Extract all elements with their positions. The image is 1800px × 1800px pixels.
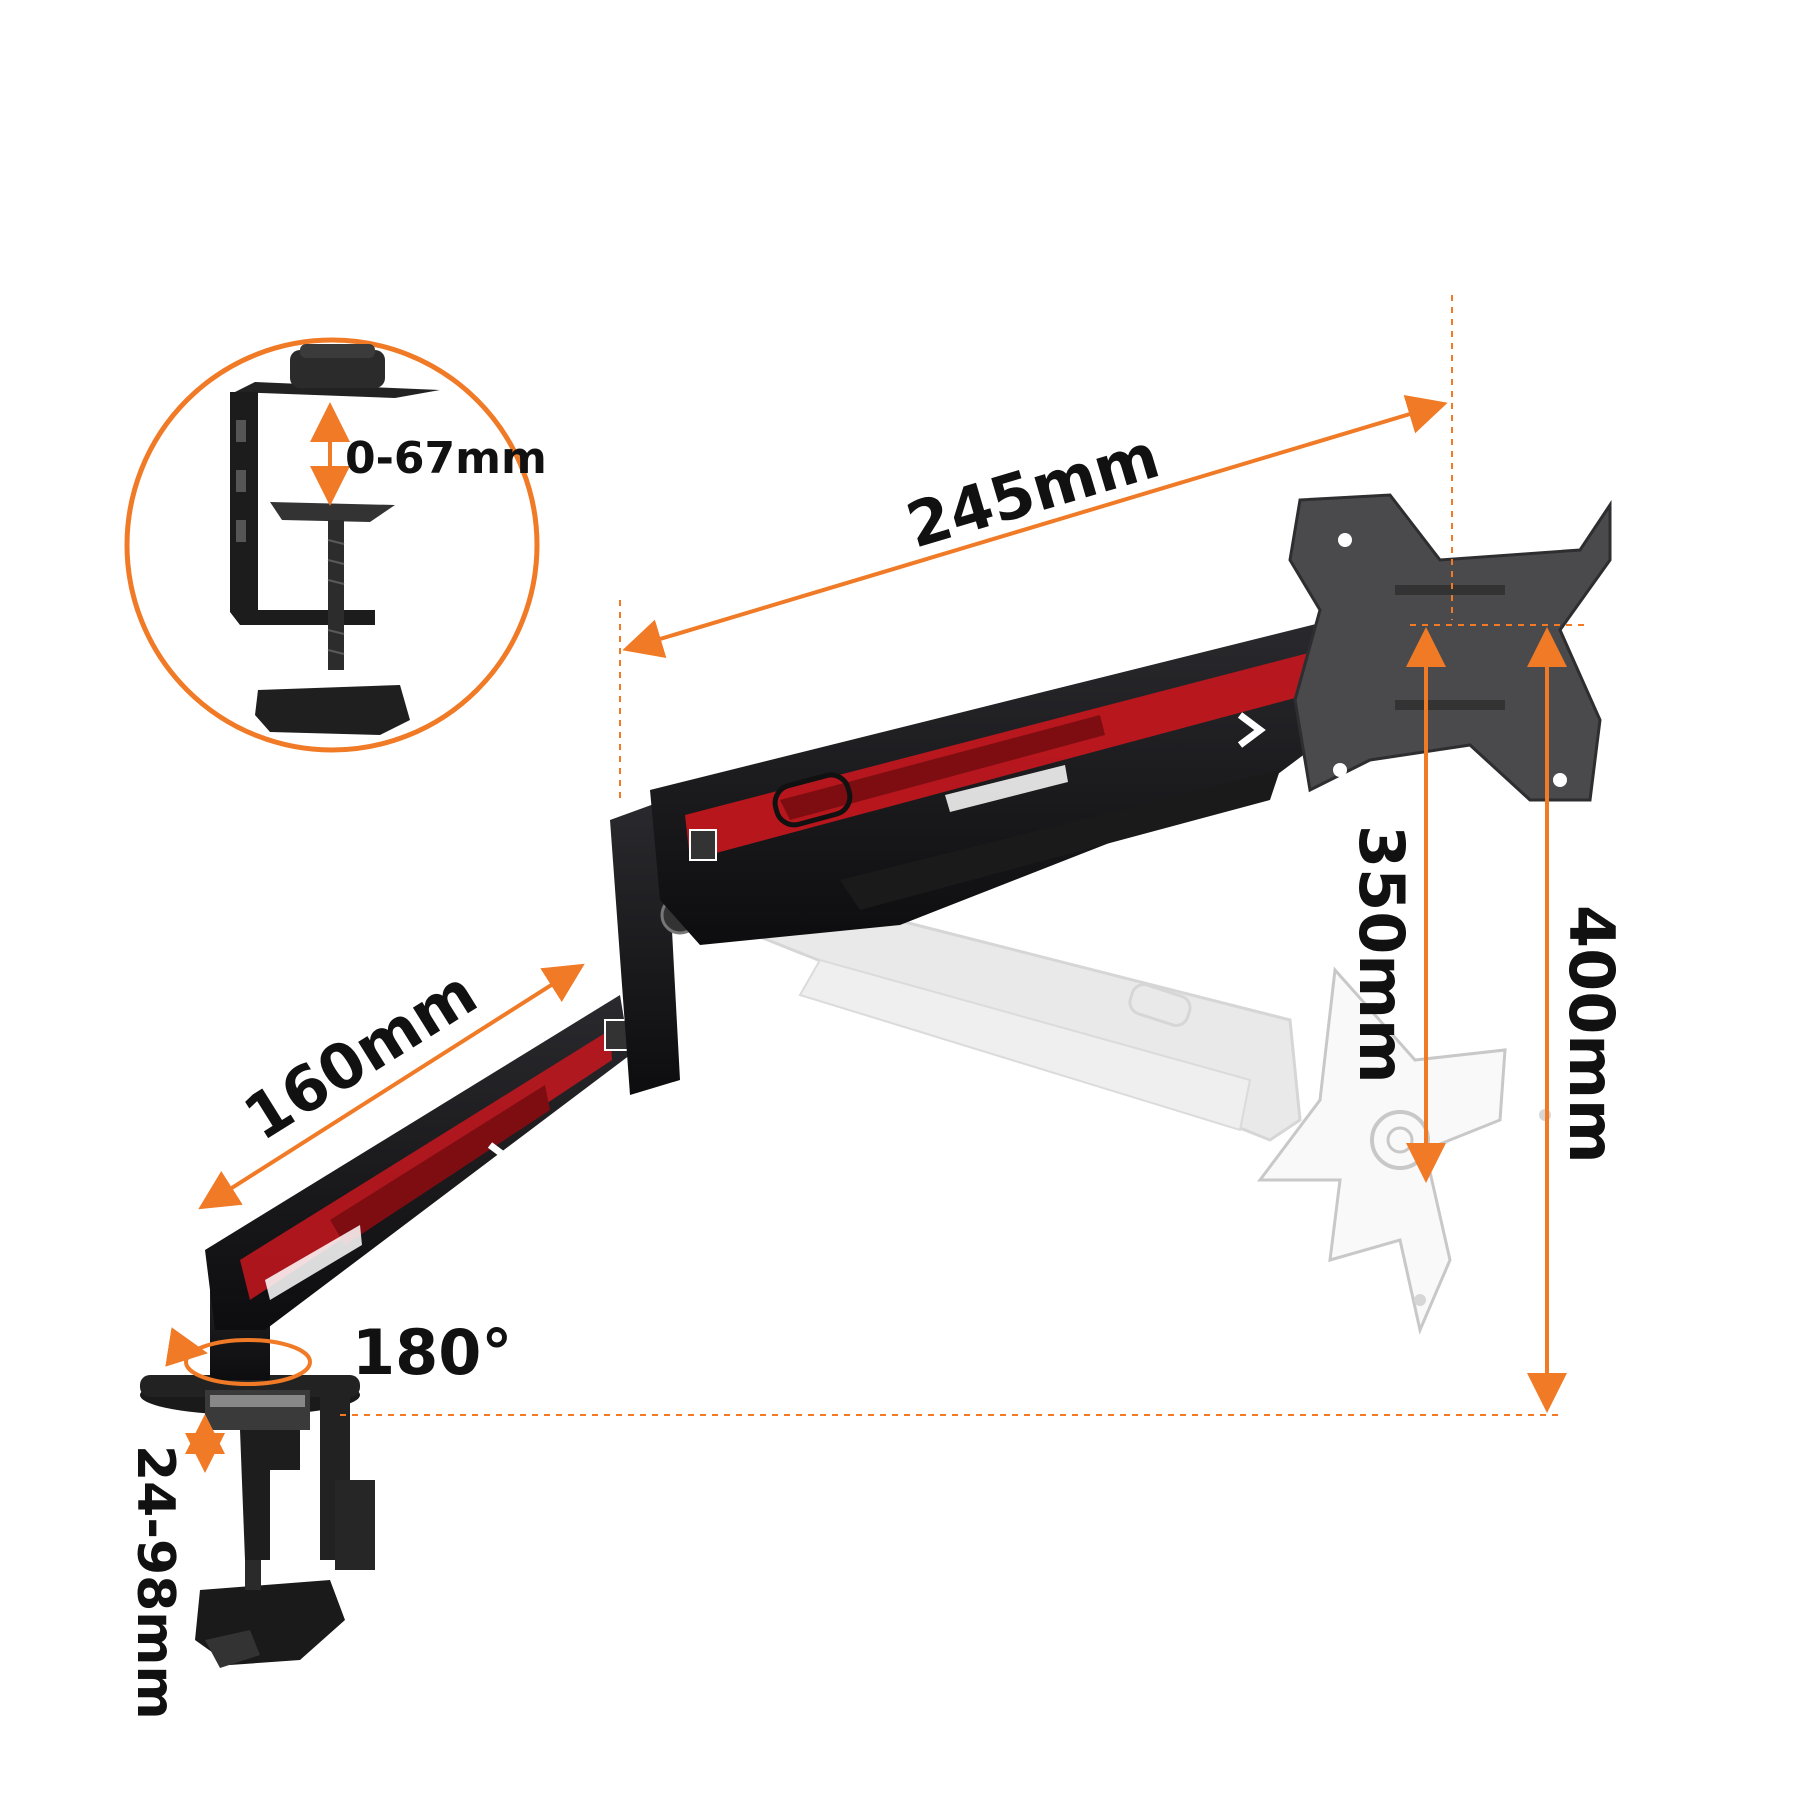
height-low-label: 350mm [1345, 825, 1418, 1084]
clamp-inset: 0-67mm [124, 337, 547, 753]
lower-arm-arrow [198, 963, 585, 1210]
grommet-range-label: 24-98mm [125, 1445, 185, 1720]
dimension-arrows [165, 395, 1567, 1473]
height-high-label: 400mm [1555, 905, 1628, 1164]
clamp-range-label: 0-67mm [345, 433, 547, 484]
upper-arm-arrow [622, 395, 1448, 658]
rotation-label: 180° [352, 1316, 512, 1389]
vesa-plate [1288, 493, 1612, 802]
ghost-arm [677, 868, 1551, 1335]
upper-arm-label: 245mm [899, 419, 1168, 562]
